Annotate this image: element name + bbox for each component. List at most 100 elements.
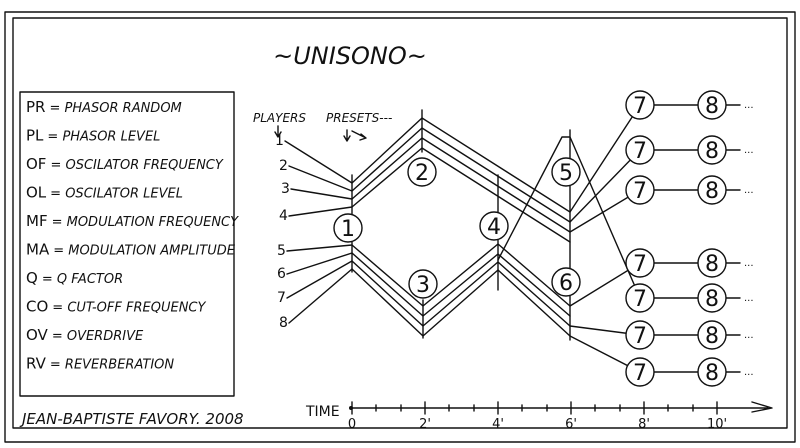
branch-node-8: 8 <box>697 135 727 165</box>
preset-node: 2 <box>407 157 437 187</box>
legend-item: OV= OVERDRIVE <box>26 326 144 344</box>
legend-meaning: CUT-OFF FREQUENCY <box>67 301 206 316</box>
svg-text:7: 7 <box>633 287 647 312</box>
continuation-dots: ... <box>744 145 754 156</box>
legend: PR= PHASOR RANDOM PL= PHASOR LEVEL OF= OSC… <box>26 98 239 373</box>
legend-abbr: MA <box>26 241 50 259</box>
players-arrow-icon <box>274 125 282 138</box>
legend-abbr: OL <box>26 184 47 202</box>
player-label: 1 <box>275 133 284 149</box>
time-tick-label: 10' <box>707 417 727 432</box>
svg-text:3: 3 <box>416 273 430 298</box>
legend-meaning: MODULATION FREQUENCY <box>67 215 240 230</box>
legend-meaning: PHASOR LEVEL <box>62 130 160 145</box>
player-label: 6 <box>277 266 286 282</box>
player-connector <box>286 244 353 252</box>
legend-meaning: OVERDRIVE <box>67 329 144 344</box>
svg-text:4: 4 <box>487 215 501 240</box>
legend-meaning: OSCILATOR LEVEL <box>65 187 183 202</box>
player-label: 5 <box>277 243 286 259</box>
legend-item: RV= REVERBERATION <box>26 355 174 373</box>
legend-abbr: OF <box>26 155 46 173</box>
svg-text:8: 8 <box>705 287 719 312</box>
continuation-dots: ... <box>744 258 754 269</box>
legend-box <box>19 91 235 397</box>
legend-abbr: MF <box>26 212 48 230</box>
legend-item: PL= PHASOR LEVEL <box>26 127 160 145</box>
legend-item: PR= PHASOR RANDOM <box>26 98 182 116</box>
legend-meaning: PHASOR RANDOM <box>65 101 182 116</box>
legend-meaning: REVERBERATION <box>65 358 175 373</box>
svg-text:7: 7 <box>633 139 647 164</box>
branch-node-8: 8 <box>697 283 727 313</box>
svg-text:1: 1 <box>341 217 355 242</box>
branch-node-7: 7 <box>625 135 655 165</box>
branch-node-8: 8 <box>697 175 727 205</box>
legend-abbr: OV <box>26 326 49 344</box>
player-connector <box>288 268 353 324</box>
legend-item: Q= Q FACTOR <box>26 269 123 287</box>
legend-meaning: Q FACTOR <box>57 272 123 287</box>
svg-text:8: 8 <box>705 324 719 349</box>
presets-label: PRESETS--- <box>326 111 392 125</box>
player-connector <box>284 140 353 184</box>
legend-abbr: CO <box>26 298 48 316</box>
diagram-title: ~UNISONO~ <box>273 42 427 70</box>
player-paths <box>351 104 641 373</box>
player-connector <box>286 252 353 275</box>
branch-node-7: 7 <box>625 320 655 350</box>
legend-abbr: Q <box>26 269 38 287</box>
player-label: 2 <box>279 158 288 174</box>
branch-node-8: 8 <box>697 357 727 387</box>
signature: JEAN-BAPTISTE FAVORY. 2008 <box>19 410 244 428</box>
svg-text:8: 8 <box>705 139 719 164</box>
player-label: 3 <box>281 181 290 197</box>
continuation-dots: ... <box>744 185 754 196</box>
svg-text:8: 8 <box>705 179 719 204</box>
continuation-dots: ... <box>744 293 754 304</box>
svg-text:8: 8 <box>705 361 719 386</box>
branch-node-7: 7 <box>625 90 655 120</box>
svg-text:7: 7 <box>633 252 647 277</box>
time-tick-label: 0 <box>348 417 356 432</box>
svg-text:8: 8 <box>705 94 719 119</box>
player-connector <box>288 206 353 217</box>
player-label: 7 <box>277 290 286 306</box>
inner-frame <box>12 17 788 429</box>
preset-node: 5 <box>551 157 581 187</box>
legend-item: CO= CUT-OFF FREQUENCY <box>26 298 206 316</box>
time-tick-label: 6' <box>565 417 577 432</box>
continuation-dots: ... <box>744 367 754 378</box>
outer-frame <box>4 11 796 443</box>
branch-node-7: 7 <box>625 283 655 313</box>
time-tick-label: 2' <box>419 417 431 432</box>
preset-node: 3 <box>408 269 438 299</box>
svg-text:8: 8 <box>705 252 719 277</box>
svg-text:5: 5 <box>559 161 573 186</box>
time-axis-arrow <box>349 401 773 413</box>
svg-text:7: 7 <box>633 179 647 204</box>
legend-meaning: MODULATION AMPLITUDE <box>68 244 236 259</box>
svg-text:7: 7 <box>633 94 647 119</box>
svg-text:7: 7 <box>633 361 647 386</box>
player-connector <box>288 165 353 192</box>
preset-node: 4 <box>479 211 509 241</box>
legend-item: OF= OSCILATOR FREQUENCY <box>26 155 224 173</box>
time-tick-label: 4' <box>492 417 504 432</box>
legend-abbr: RV <box>26 355 47 373</box>
legend-meaning: OSCILATOR FREQUENCY <box>65 158 223 173</box>
player-label: 4 <box>279 208 288 224</box>
legend-item: MA= MODULATION AMPLITUDE <box>26 241 236 259</box>
legend-item: MF= MODULATION FREQUENCY <box>26 212 239 230</box>
presets-arrow-icon <box>343 129 367 142</box>
continuation-dots: ... <box>744 100 754 111</box>
svg-text:2: 2 <box>415 161 429 186</box>
branch-node-7: 7 <box>625 175 655 205</box>
svg-text:6: 6 <box>559 271 573 296</box>
players-label: PLAYERS <box>253 111 306 125</box>
player-connector <box>286 260 353 299</box>
